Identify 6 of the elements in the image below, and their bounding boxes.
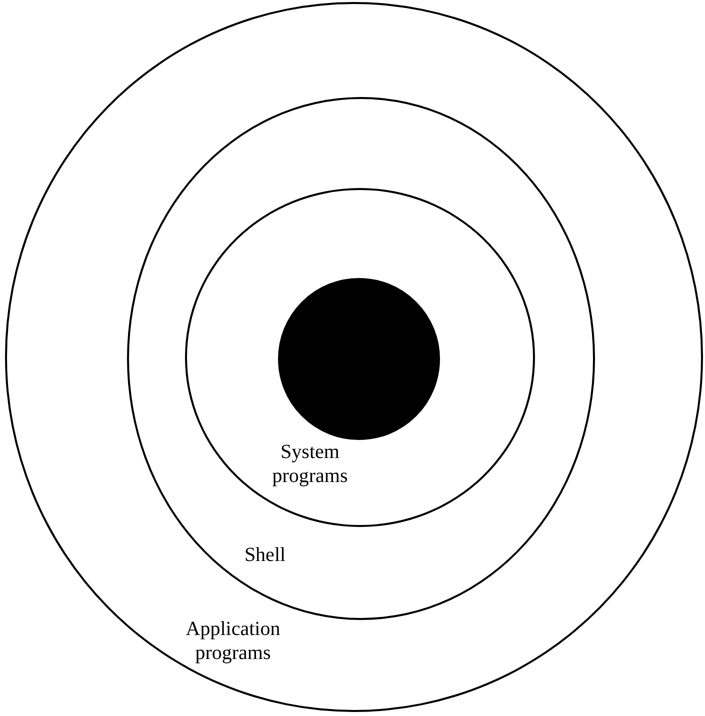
ring-outline [185, 188, 535, 527]
ring-label: Application programs [184, 617, 282, 665]
ring-label: Shell [243, 543, 287, 567]
ring-outline [5, 2, 703, 712]
ring-label: System programs [271, 440, 349, 488]
ring-outline [127, 97, 595, 620]
